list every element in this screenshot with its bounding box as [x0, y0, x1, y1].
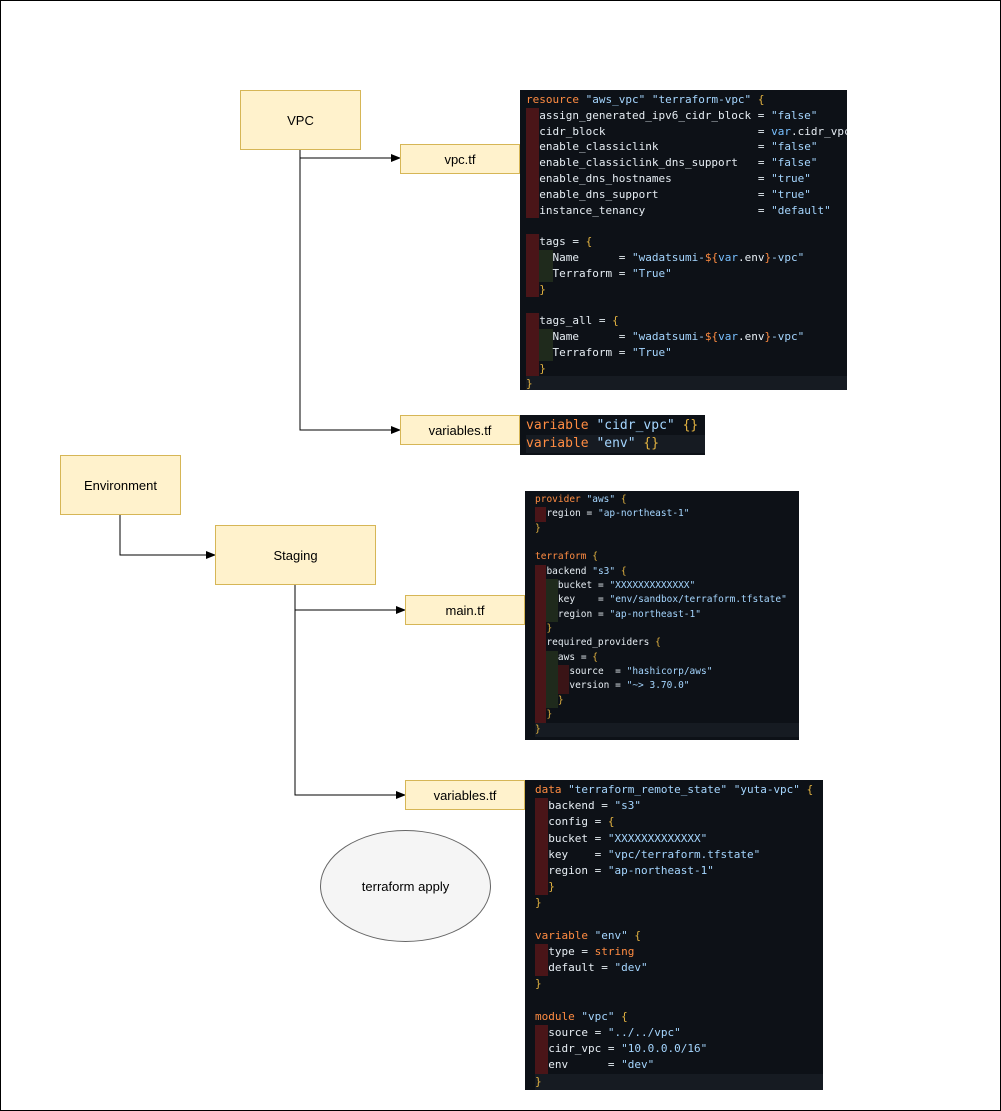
main-tf-code-panel: provider "aws" { region = "ap-northeast-…	[525, 491, 799, 740]
code-line: env = "dev"	[535, 1057, 823, 1074]
code-line	[535, 536, 799, 550]
code-line: Name = "wadatsumi-${var.env}-vpc"	[526, 249, 847, 266]
code-line: bucket = "XXXXXXXXXXXXX"	[535, 579, 799, 594]
code-line: tags = {	[526, 234, 847, 250]
code-line: required_providers {	[535, 636, 799, 651]
code-line: }	[535, 622, 799, 637]
code-line: enable_dns_hostnames = "true"	[526, 170, 847, 187]
staging-node-label: Staging	[273, 547, 318, 563]
code-line: Terraform = "True"	[526, 265, 847, 282]
terraform-apply-node[interactable]: terraform apply	[320, 830, 491, 942]
vpc-variables-tf-node-label: variables.tf	[428, 422, 492, 438]
code-line: }	[535, 1073, 823, 1090]
code-line: region = "ap-northeast-1"	[535, 507, 799, 522]
edge-environment-to-staging	[119, 515, 216, 559]
code-line: }	[535, 708, 799, 723]
code-line	[535, 912, 823, 928]
code-line: cidr_block = var.cidr_vpc	[526, 123, 847, 140]
vpc-variables-tf-node[interactable]: variables.tf	[400, 415, 520, 445]
environment-node[interactable]: Environment	[60, 455, 181, 515]
code-line: source = "hashicorp/aws"	[535, 665, 799, 680]
edge-staging-to-main-tf	[294, 585, 406, 614]
vpc-tf-node[interactable]: vpc.tf	[400, 144, 520, 174]
code-line: resource "aws_vpc" "terraform-vpc" {	[526, 93, 765, 106]
edge-staging-to-variables-tf	[294, 585, 406, 799]
code-line: aws = {	[535, 650, 799, 666]
vpc-node[interactable]: VPC	[240, 90, 361, 150]
code-line: bucket = "XXXXXXXXXXXXX"	[535, 830, 823, 847]
code-line: }	[526, 360, 847, 377]
code-line: terraform {	[535, 551, 598, 563]
code-line: }	[535, 879, 823, 896]
code-line: key = "env/sandbox/terraform.tfstate"	[535, 593, 799, 608]
code-line: backend "s3" {	[535, 564, 799, 580]
main-tf-node-label: main.tf	[445, 602, 485, 618]
code-line: backend = "s3"	[535, 798, 823, 815]
code-line: }	[526, 376, 847, 390]
code-line: instance_tenancy = "default"	[526, 202, 847, 219]
code-line: Name = "wadatsumi-${var.env}-vpc"	[526, 328, 847, 345]
code-line: }	[535, 896, 542, 910]
code-line: assign_generated_ipv6_cidr_block = "fals…	[526, 107, 847, 124]
code-line: tags_all = {	[526, 313, 847, 329]
staging-variables-tf-code-panel: data "terraform_remote_state" "yuta-vpc"…	[525, 780, 823, 1090]
code-line	[526, 218, 847, 234]
staging-variables-tf-node-label: variables.tf	[433, 787, 497, 803]
code-line: enable_classiclink_dns_support = "false"	[526, 155, 847, 171]
code-line: module "vpc" {	[535, 1009, 628, 1023]
code-line: default = "dev"	[535, 960, 823, 977]
code-line: variable "env" {}	[526, 435, 705, 453]
code-line: }	[535, 977, 542, 991]
code-line: key = "vpc/terraform.tfstate"	[535, 846, 823, 864]
code-line	[526, 297, 847, 313]
code-line: provider "aws" {	[535, 494, 627, 505]
terraform-apply-node-label: terraform apply	[361, 878, 450, 894]
code-line: variable "cidr_vpc" {}	[526, 418, 699, 433]
code-line: }	[535, 522, 541, 534]
vpc-variables-tf-code-panel: variable "cidr_vpc" {} variable "env" {}	[520, 415, 705, 455]
code-line: Terraform = "True"	[526, 344, 847, 361]
edge-vpc-to-variables-tf	[299, 150, 401, 434]
code-line: }	[535, 722, 799, 737]
environment-node-label: Environment	[84, 477, 157, 493]
code-line: config = {	[535, 814, 823, 831]
code-line: region = "ap-northeast-1"	[535, 863, 823, 880]
vpc-tf-node-label: vpc.tf	[444, 151, 476, 167]
main-tf-node[interactable]: main.tf	[405, 595, 525, 625]
code-line: type = string	[535, 944, 823, 961]
staging-node[interactable]: Staging	[215, 525, 376, 585]
code-line: source = "../../vpc"	[535, 1025, 823, 1042]
code-line: version = "~> 3.70.0"	[535, 679, 799, 694]
code-line	[535, 993, 823, 1009]
staging-variables-tf-node[interactable]: variables.tf	[405, 780, 525, 810]
code-line: enable_dns_support = "true"	[526, 186, 847, 203]
code-line: data "terraform_remote_state" "yuta-vpc"…	[535, 783, 814, 796]
edge-vpc-to-vpc-tf	[299, 150, 401, 162]
code-line: region = "ap-northeast-1"	[535, 607, 799, 623]
code-line: }	[526, 281, 847, 298]
code-line: }	[535, 693, 799, 709]
code-line: variable "env" {	[535, 928, 641, 942]
code-line: enable_classiclink = "false"	[526, 139, 847, 156]
vpc-node-label: VPC	[287, 112, 314, 128]
code-line: cidr_vpc = "10.0.0.0/16"	[535, 1041, 823, 1058]
vpc-tf-code-panel: resource "aws_vpc" "terraform-vpc" { ass…	[520, 90, 847, 390]
